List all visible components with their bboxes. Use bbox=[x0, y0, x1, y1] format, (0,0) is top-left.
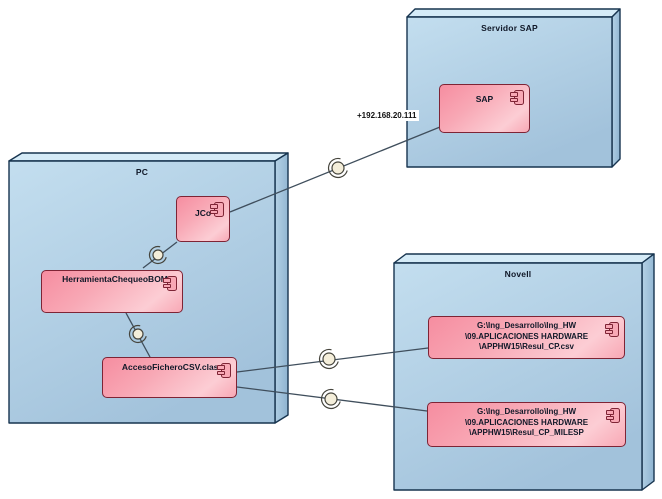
component-label: AccesoFicheroCSV.class bbox=[103, 358, 255, 373]
component-label-line: SAP bbox=[475, 94, 494, 104]
component-label-line: \09.APLICACIONES HARDWARE bbox=[464, 417, 589, 427]
component-label-line: \APPHW15\Resul_CP.csv bbox=[478, 342, 574, 351]
component-label-line: \APPHW15\Resul_CP_MILESP bbox=[469, 428, 584, 437]
connection-herramienta-to-acceso[interactable] bbox=[125, 312, 151, 358]
ball-interface-icon bbox=[322, 352, 336, 366]
component-label-line: HerramientaChequeoBOM bbox=[62, 274, 168, 284]
component-sap[interactable]: SAP bbox=[439, 84, 530, 133]
component-novell-file-resul-cp-csv[interactable]: G:\Ing_Desarrollo\Ing_HW\09.APLICACIONES… bbox=[428, 316, 625, 359]
component-herramienta-chequeo-bom[interactable]: HerramientaChequeoBOM bbox=[41, 270, 183, 313]
component-novell-file-resul-cp-milesp[interactable]: G:\Ing_Desarrollo\Ing_HW\09.APLICACIONES… bbox=[427, 402, 626, 447]
socket-icon bbox=[148, 245, 167, 265]
connection-acceso-to-resul-cp-milesp[interactable] bbox=[236, 386, 428, 412]
uml-component-icon bbox=[163, 276, 177, 291]
socket-icon bbox=[320, 388, 341, 410]
socket-icon bbox=[128, 324, 147, 344]
socket-icon bbox=[327, 157, 348, 179]
node-label-pc: PC bbox=[135, 167, 149, 177]
component-label-line: JCo bbox=[194, 208, 212, 218]
ball-interface-icon bbox=[132, 328, 144, 340]
component-label: G:\Ing_Desarrollo\Ing_HW\09.APLICACIONES… bbox=[429, 317, 624, 353]
uml-component-icon bbox=[210, 202, 224, 217]
node-label-servidor-sap: Servidor SAP bbox=[481, 23, 538, 33]
component-label: SAP bbox=[440, 85, 543, 105]
component-label: G:\Ing_Desarrollo\Ing_HW\09.APLICACIONES… bbox=[428, 403, 625, 439]
uml-component-icon bbox=[605, 322, 619, 337]
uml-component-icon bbox=[217, 363, 231, 378]
component-label-line: G:\Ing_Desarrollo\Ing_HW bbox=[476, 321, 577, 330]
component-label-line: \09.APLICACIONES HARDWARE bbox=[464, 331, 589, 341]
socket-icon bbox=[318, 348, 339, 370]
connection-jco-to-herramienta[interactable] bbox=[142, 241, 178, 269]
connection-label-jco-to-sap: +192.168.20.111 bbox=[354, 110, 420, 121]
component-acceso-fichero-csv[interactable]: AccesoFicheroCSV.class bbox=[102, 357, 237, 398]
ball-interface-icon bbox=[331, 161, 345, 175]
component-label: HerramientaChequeoBOM bbox=[42, 271, 201, 285]
component-label-line: G:\Ing_Desarrollo\Ing_HW bbox=[476, 407, 577, 416]
ball-interface-icon bbox=[152, 249, 164, 261]
component-label: JCo bbox=[177, 197, 241, 219]
component-label-line: AccesoFicheroCSV.class bbox=[121, 362, 224, 372]
connection-jco-to-sap[interactable] bbox=[229, 126, 441, 213]
ball-interface-icon bbox=[324, 392, 338, 406]
uml-component-icon bbox=[510, 90, 524, 105]
connection-acceso-to-resul-cp-csv[interactable] bbox=[236, 347, 429, 373]
uml-component-icon bbox=[606, 408, 620, 423]
component-jco[interactable]: JCo bbox=[176, 196, 230, 242]
node-novell[interactable] bbox=[393, 253, 655, 491]
node-label-novell: Novell bbox=[504, 269, 532, 279]
